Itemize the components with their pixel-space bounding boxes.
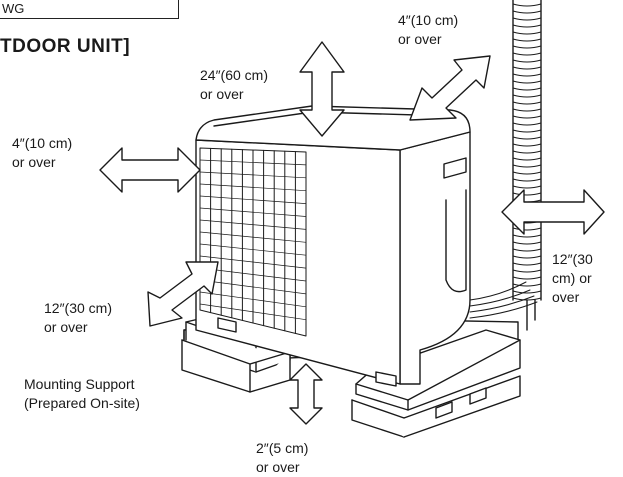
pipe-rib xyxy=(512,80,542,84)
pipe-rib xyxy=(512,122,542,126)
pipe-rib xyxy=(512,276,542,280)
pipe-rib xyxy=(512,185,542,189)
pipe-rib xyxy=(512,178,542,182)
pipe-rib xyxy=(512,45,542,49)
arrow-rear xyxy=(409,55,491,121)
label-left-clearance: 4″(10 cm)or over xyxy=(12,135,73,170)
grille-bar xyxy=(199,195,307,204)
arrow-bottom xyxy=(289,363,323,425)
pipe-rib xyxy=(512,17,542,21)
pipe-rib xyxy=(512,31,542,35)
grille-bar xyxy=(199,303,307,321)
pipe-rib xyxy=(512,283,542,287)
label-bottom-clearance: 2″(5 cm)or over xyxy=(256,440,309,475)
label-top-clearance: 24″(60 cm)or over xyxy=(200,67,268,102)
grille-bar xyxy=(199,267,307,282)
top-label-box: WG xyxy=(0,0,179,19)
pipe-rib xyxy=(512,157,542,161)
pipe-rib xyxy=(512,269,542,273)
pipe-rib xyxy=(512,73,542,77)
pipe-rib xyxy=(512,171,542,175)
grille-bar xyxy=(199,279,307,295)
pipe-rib xyxy=(512,150,542,154)
connection-cables xyxy=(469,281,538,319)
refrigerant-pipe xyxy=(512,0,542,331)
grille-bar xyxy=(199,231,307,243)
grille-bar xyxy=(199,171,307,179)
pipe-rib xyxy=(512,24,542,28)
arrow-right xyxy=(501,189,605,235)
mounting-support-right xyxy=(351,329,521,438)
pipe-rib xyxy=(512,38,542,42)
grille-bar xyxy=(199,207,307,217)
label-rear-clearance: 4″(10 cm)or over xyxy=(398,12,459,47)
pipe-rib xyxy=(512,136,542,140)
pipe-rib xyxy=(512,164,542,168)
pipe-rib xyxy=(512,59,542,63)
pipe-rib xyxy=(512,262,542,266)
pipe-rib xyxy=(512,192,542,196)
pipe-rib xyxy=(512,3,542,7)
pipe-rib xyxy=(512,227,542,231)
pipe-rib xyxy=(512,52,542,56)
label-mounting-support: Mounting Support(Prepared On-site) xyxy=(24,376,140,411)
pipe-rib xyxy=(512,241,542,245)
pipe-rib xyxy=(512,87,542,91)
outdoor-unit-body xyxy=(195,105,471,387)
arrow-left xyxy=(99,147,201,193)
top-label-text: WG xyxy=(2,1,25,16)
pipe-rib xyxy=(512,290,542,294)
pipe-rib xyxy=(512,66,542,70)
pipe-rib xyxy=(512,129,542,133)
pipe-rib xyxy=(512,143,542,147)
pipe-rib xyxy=(512,248,542,252)
pipe-rib xyxy=(512,234,542,238)
label-front-clearance: 12″(30 cm)or over xyxy=(44,300,112,335)
pipe-rib xyxy=(512,108,542,112)
section-heading: TDOOR UNIT] xyxy=(0,36,131,57)
grille-bar xyxy=(199,243,307,256)
grille-bar xyxy=(199,255,307,269)
pipe-rib xyxy=(512,255,542,259)
grille-bar xyxy=(199,291,307,308)
arrow-front xyxy=(147,261,219,327)
arrow-top xyxy=(299,41,345,137)
grille-bar xyxy=(199,219,307,230)
pipe-rib xyxy=(512,10,542,14)
pipe-rib xyxy=(512,101,542,105)
pipe-rib xyxy=(512,94,542,98)
grille-bar xyxy=(199,183,307,192)
grille-bar xyxy=(199,159,307,166)
pipe-rib xyxy=(512,115,542,119)
